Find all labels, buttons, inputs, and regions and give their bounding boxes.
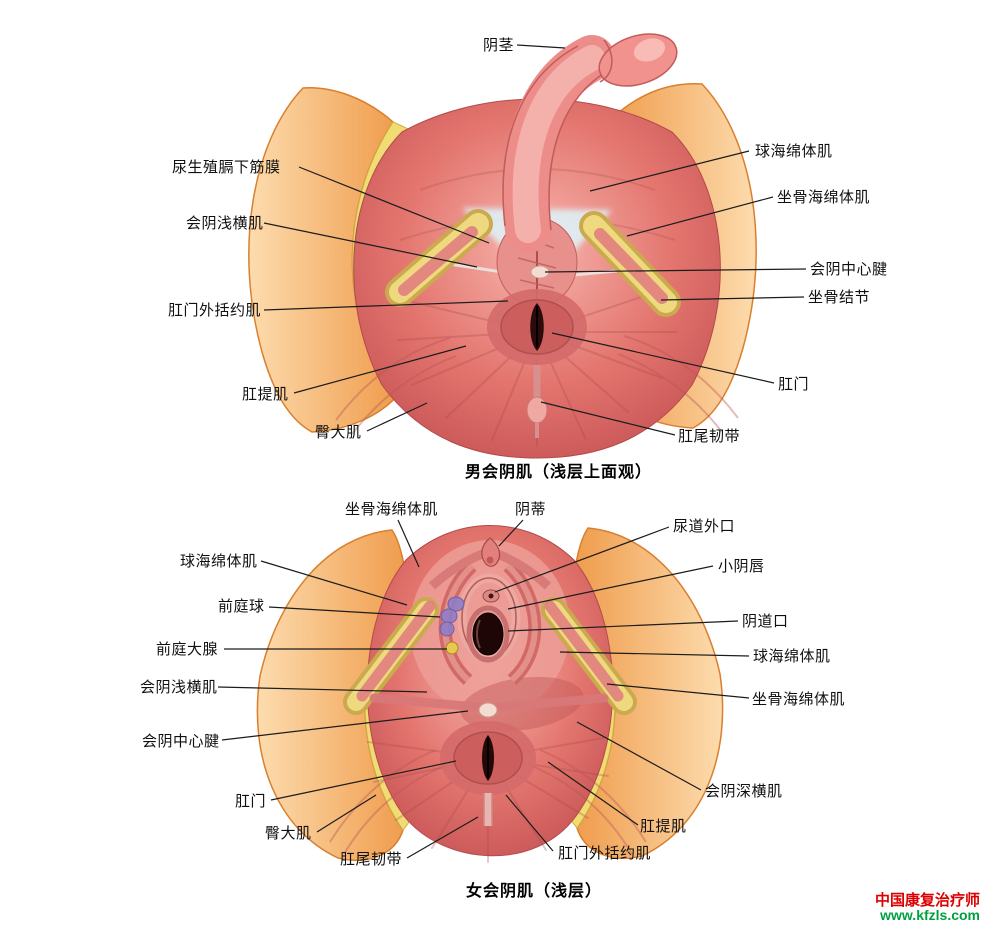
label-greater-vestibular-gland: 前庭大腺 <box>156 641 219 658</box>
watermark-site-name: 中国康复治疗师 <box>874 892 980 909</box>
label-external-anal-sphincter-m: 肛门外括约肌 <box>168 302 262 319</box>
label-deep-transverse-perineal: 会阴深横肌 <box>705 783 783 800</box>
right-ischiocavernosus <box>541 597 637 715</box>
label-bulb-of-vestibule: 前庭球 <box>218 598 265 615</box>
caption-male-figure: 男会阴肌（浅层上面观） <box>465 464 653 481</box>
clitoris-shape <box>481 537 501 567</box>
label-bulbospongiosus-right-f: 球海绵体肌 <box>753 648 831 665</box>
label-gluteus-maximus-m: 臀大肌 <box>315 424 362 441</box>
anococcygeal-raphe-shape <box>526 365 548 438</box>
label-clitoris: 阴蒂 <box>515 501 547 518</box>
label-levator-ani-f: 肛提肌 <box>640 818 687 835</box>
female-figure-illustration <box>256 525 724 863</box>
label-vaginal-orifice: 阴道口 <box>742 613 789 630</box>
label-external-anal-sphincter-f: 肛门外括约肌 <box>558 845 652 862</box>
gluteus-striations-left <box>329 749 445 855</box>
central-tendon-shape <box>478 702 498 718</box>
label-bulbospongiosus-m: 球海绵体肌 <box>755 143 833 160</box>
label-gluteus-maximus-f: 臀大肌 <box>265 825 312 842</box>
bartholin-gland-shape <box>445 641 459 655</box>
label-superficial-transverse-perineal-m: 会阴浅横肌 <box>186 215 264 232</box>
label-ischial-tuberosity: 坐骨结节 <box>808 289 871 306</box>
label-perineal-central-tendon-f: 会阴中心腱 <box>142 733 220 750</box>
glans-shape <box>598 33 678 87</box>
label-ischiocavernosus-top-f: 坐骨海绵体肌 <box>345 501 439 518</box>
male-leader-lines <box>263 44 807 436</box>
label-labium-minus: 小阴唇 <box>718 558 765 575</box>
female-leader-lines <box>217 519 750 859</box>
superficial-transverse-fibers <box>369 693 609 713</box>
anus-shape <box>487 289 587 365</box>
label-ischiocavernosus-right-f: 坐骨海绵体肌 <box>752 691 846 708</box>
vaginal-orifice-shape <box>466 605 510 663</box>
penis-shape <box>502 33 678 253</box>
label-anus-m: 肛门 <box>778 376 810 393</box>
gluteus-striations-right <box>617 335 739 433</box>
label-external-urethral-orifice: 尿道外口 <box>673 518 736 535</box>
label-levator-ani-m: 肛提肌 <box>242 386 289 403</box>
left-ischiocavernosus <box>343 597 439 715</box>
label-ischiocavernosus-m: 坐骨海绵体肌 <box>777 189 871 206</box>
caption-female-figure: 女会阴肌（浅层） <box>466 883 603 900</box>
label-anococcygeal-ligament-m: 肛尾韧带 <box>678 428 741 445</box>
gluteus-striations-left <box>335 337 457 435</box>
label-anococcygeal-ligament-f: 肛尾韧带 <box>340 851 403 868</box>
male-figure-illustration <box>248 33 757 459</box>
watermark-site-url[interactable]: www.kfzls.com <box>880 907 980 923</box>
label-penis: 阴茎 <box>483 37 515 54</box>
muscle-striations <box>397 287 677 447</box>
vestibular-bulb-shape <box>439 596 465 637</box>
left-ischiocavernosus <box>385 209 493 307</box>
label-anus-f: 肛门 <box>235 793 267 810</box>
label-inferior-fascia-urogenital-diaphragm: 尿生殖膈下筋膜 <box>172 159 281 176</box>
label-superficial-transverse-perineal-f: 会阴浅横肌 <box>140 679 218 696</box>
label-perineal-central-tendon-m: 会阴中心腱 <box>810 261 888 278</box>
right-ischiocavernosus <box>579 211 681 317</box>
anus-shape <box>440 721 536 795</box>
urethral-orifice-shape <box>482 589 500 603</box>
label-bulbospongiosus-left-f: 球海绵体肌 <box>180 553 258 570</box>
gluteus-striations-right <box>531 749 647 855</box>
anococcygeal-raphe-shape <box>483 793 493 826</box>
